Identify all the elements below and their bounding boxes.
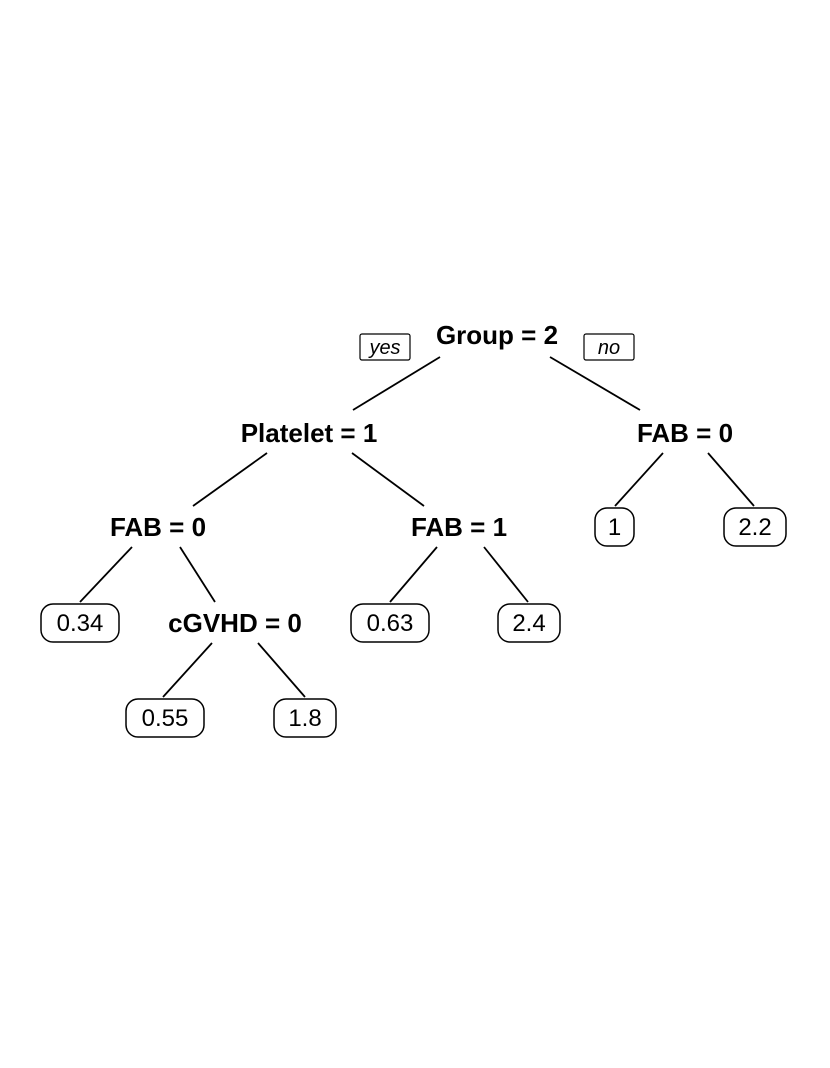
no-branch-label: no bbox=[583, 333, 635, 361]
leaf-node-2-4: 2.4 bbox=[497, 603, 561, 643]
leaf-value: 1.8 bbox=[288, 705, 321, 732]
edge-right-fab0-to-leaf-1 bbox=[614, 452, 664, 507]
leaf-node-1: 1 bbox=[594, 507, 635, 547]
edge-left-fab0-to-leaf-0-34 bbox=[79, 546, 133, 603]
leaf-node-1-8: 1.8 bbox=[273, 698, 337, 738]
edge-root-to-platelet bbox=[352, 356, 441, 411]
edge-right-fab0-to-leaf-2-2 bbox=[707, 452, 755, 507]
split-node-right-fab-0: FAB = 0 bbox=[637, 418, 733, 448]
leaf-value: 2.4 bbox=[512, 610, 545, 637]
edge-platelet-to-left-fab0 bbox=[192, 452, 268, 507]
edge-cgvhd-to-leaf-0-55 bbox=[162, 642, 213, 698]
edge-cgvhd-to-leaf-1-8 bbox=[257, 642, 306, 698]
split-node-platelet-1: Platelet = 1 bbox=[241, 418, 378, 448]
leaf-value: 0.55 bbox=[142, 705, 189, 732]
leaf-value: 0.63 bbox=[367, 610, 414, 637]
split-node-left-fab-0: FAB = 0 bbox=[110, 512, 206, 542]
split-node-cgvhd-0: cGVHD = 0 bbox=[168, 608, 302, 638]
leaf-node-0-55: 0.55 bbox=[125, 698, 205, 738]
edge-mid-fab1-to-leaf-2-4 bbox=[483, 546, 529, 603]
edge-mid-fab1-to-leaf-0-63 bbox=[389, 546, 438, 603]
leaf-value: 2.2 bbox=[738, 514, 771, 541]
no-label-text: no bbox=[598, 337, 620, 359]
leaf-value: 0.34 bbox=[57, 610, 104, 637]
leaf-node-2-2: 2.2 bbox=[723, 507, 787, 547]
leaf-value: 1 bbox=[608, 514, 621, 541]
edge-left-fab0-to-cgvhd bbox=[179, 546, 216, 603]
yes-label-text: yes bbox=[367, 337, 400, 359]
leaf-node-0-34: 0.34 bbox=[40, 603, 120, 643]
split-node-mid-fab-1: FAB = 1 bbox=[411, 512, 507, 542]
edge-platelet-to-mid-fab1 bbox=[351, 452, 425, 507]
split-node-group-2: Group = 2 bbox=[436, 320, 558, 350]
leaf-node-0-63: 0.63 bbox=[350, 603, 430, 643]
edge-root-to-right-fab0 bbox=[549, 356, 641, 411]
yes-branch-label: yes bbox=[359, 333, 411, 361]
